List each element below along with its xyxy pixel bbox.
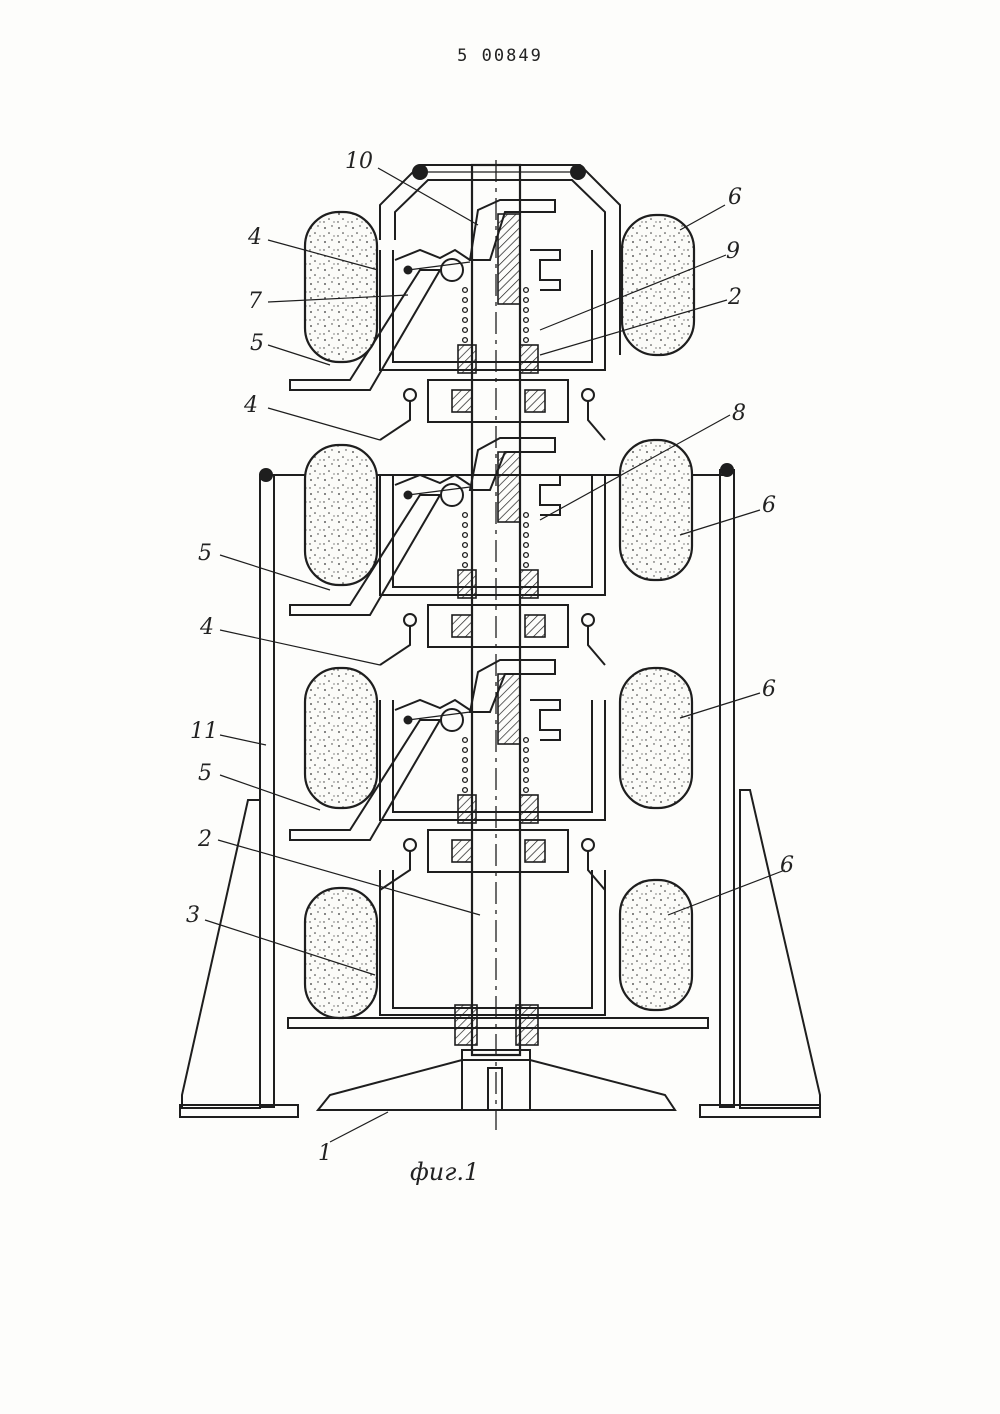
- pawl-2: [470, 438, 555, 522]
- central-shaft: [472, 160, 520, 1130]
- label-6b: 6: [762, 493, 776, 518]
- label-6c: 6: [762, 677, 776, 702]
- label-1: 1: [318, 1141, 332, 1166]
- label-2a: 2: [727, 285, 742, 310]
- label-3: 3: [186, 903, 200, 928]
- figure-caption: фиг.1: [410, 1158, 479, 1186]
- label-8: 8: [732, 401, 746, 426]
- label-11: 11: [190, 719, 218, 744]
- label-4b: 4: [243, 393, 258, 418]
- label-5c: 5: [198, 761, 212, 786]
- label-9: 9: [726, 239, 740, 264]
- locking-arm: [470, 200, 555, 304]
- label-6d: 6: [780, 853, 794, 878]
- leader-lines: [205, 168, 785, 1142]
- label-2b: 2: [197, 827, 212, 852]
- label-4c: 4: [199, 615, 214, 640]
- label-4a: 4: [247, 225, 262, 250]
- label-5a: 5: [250, 331, 264, 356]
- pawl-3: [470, 660, 555, 744]
- label-10: 10: [345, 149, 373, 174]
- label-5b: 5: [198, 541, 212, 566]
- label-7: 7: [248, 289, 262, 314]
- label-6a: 6: [728, 185, 742, 210]
